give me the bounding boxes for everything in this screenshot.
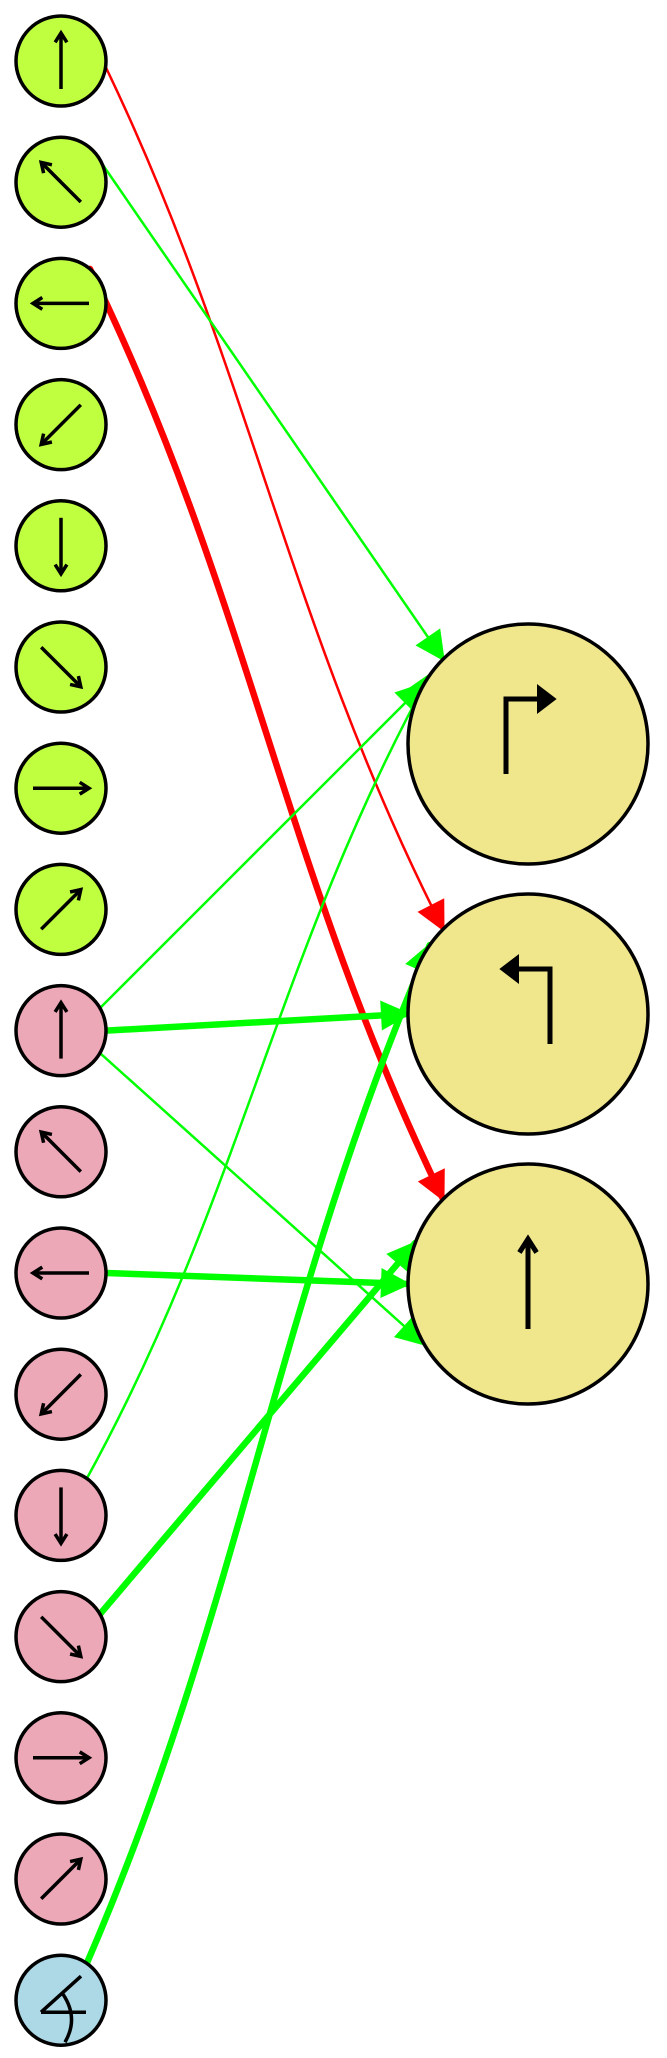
nodes-layer	[14, 14, 650, 2047]
arrow-down-left-icon	[38, 403, 83, 447]
target-node-t-turn-right	[406, 622, 650, 866]
turn-left-icon	[499, 953, 553, 1044]
turn-right-icon	[503, 683, 557, 774]
source-node-g-down-left	[14, 377, 108, 472]
target-node-circle	[406, 622, 650, 866]
source-node-p-down-left	[14, 1347, 108, 1441]
source-node-p-up	[14, 983, 108, 1078]
edge-g-left-to-t-forward	[86, 265, 447, 1203]
arrow-left-icon	[29, 296, 89, 311]
arrow-down-right-icon	[39, 645, 84, 690]
source-node-g-up-right	[14, 862, 108, 957]
target-node-circle	[406, 892, 650, 1136]
edge-p-up-to-t-forward	[98, 1051, 427, 1347]
edges-layer	[82, 20, 447, 1967]
edge-p-down-right-to-t-forward	[96, 1239, 419, 1618]
edge-g-up-to-t-turn-left	[82, 20, 445, 932]
arrow-up-icon	[53, 29, 69, 89]
source-node-p-up-left	[14, 1105, 108, 1199]
source-node-b-sensor	[14, 1953, 108, 2047]
arrow-up-right-icon	[39, 887, 84, 931]
arrow-up-left-icon	[38, 160, 83, 204]
arrow-down-icon	[53, 517, 69, 578]
arrow-right-icon	[33, 1750, 93, 1766]
source-node-g-down	[14, 499, 108, 593]
edge-g-up-left-to-t-turn-right	[91, 149, 445, 662]
arrow-down-right-icon	[39, 1615, 84, 1659]
target-node-t-turn-left	[406, 892, 650, 1136]
target-node-t-forward	[406, 1162, 650, 1406]
source-node-circle	[14, 1953, 108, 2047]
arrow-up-right-icon	[39, 1856, 84, 1901]
source-node-p-down	[14, 1468, 108, 1563]
arrow-down-left-icon	[38, 1373, 83, 1417]
edge-p-left-to-t-forward	[102, 1268, 412, 1299]
edge-p-up-to-t-turn-left	[102, 1000, 412, 1034]
source-node-g-right	[14, 741, 108, 835]
edge-b-sensor-to-t-turn-left	[83, 941, 433, 1967]
arrow-down-icon	[53, 1487, 69, 1547]
edge-p-up-to-t-turn-right	[98, 681, 427, 1010]
source-node-g-up	[14, 14, 108, 108]
arrow-up-icon	[517, 1234, 539, 1329]
arrow-left-icon	[29, 1265, 89, 1281]
source-node-p-down-right	[14, 1589, 108, 1684]
arrow-right-icon	[33, 780, 93, 796]
angle-sensor-icon	[39, 1974, 86, 2044]
source-node-p-up-right	[14, 1832, 108, 1926]
source-node-g-left	[14, 256, 108, 351]
source-node-g-down-right	[14, 620, 108, 714]
source-node-p-right	[14, 1711, 108, 1805]
source-node-g-up-left	[14, 135, 108, 229]
source-node-p-left	[14, 1226, 108, 1320]
arrow-up-left-icon	[38, 1129, 83, 1173]
arrow-up-icon	[53, 999, 69, 1059]
edge-p-down-to-t-turn-right	[85, 672, 432, 1480]
